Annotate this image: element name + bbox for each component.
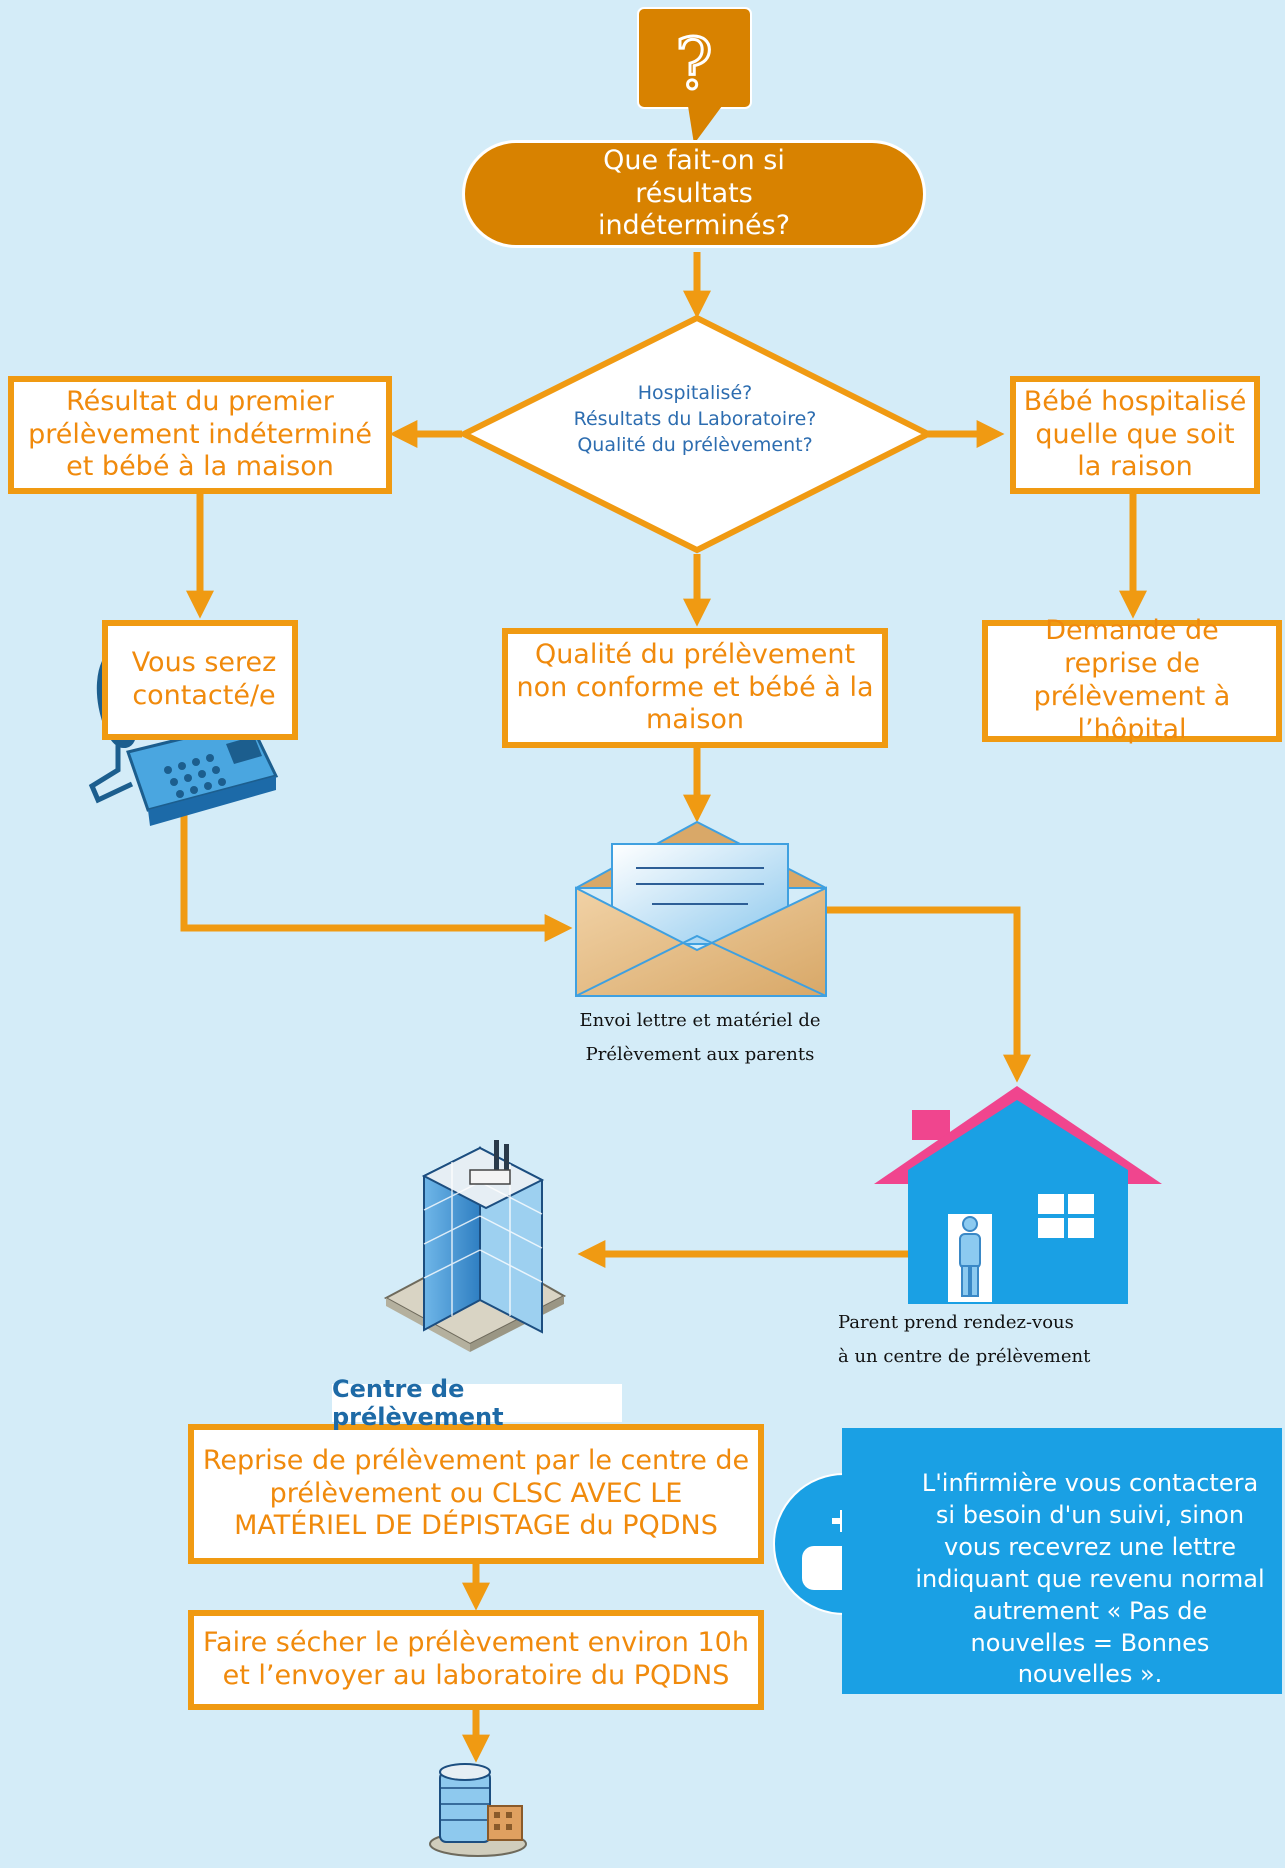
connectors — [180, 252, 1147, 1763]
caption-parent-line1: Parent prend rendez-vous — [838, 1312, 1074, 1333]
start-question: Que fait-on si résultats indéterminés? — [462, 140, 926, 248]
box-reprise-centre: Reprise de prélèvement par le centre de … — [188, 1424, 764, 1564]
caption-envoi: Envoi lettre et matériel de Prélèvement … — [560, 1004, 840, 1072]
house-icon — [874, 1086, 1162, 1304]
box-vous-serez-contacte: Vous serez contacté/e — [102, 620, 298, 740]
decision-line-hospitalise: Hospitalisé? — [637, 382, 753, 404]
box-demande-reprise-text: Demande de reprise de prélèvement à l’hô… — [1033, 615, 1231, 745]
box-qualite-non-conforme-text: Qualité du prélèvement non conforme et b… — [516, 638, 874, 736]
box-faire-secher-text: Faire sécher le prélèvement environ 10h … — [203, 1627, 749, 1691]
person-icon — [959, 1216, 981, 1297]
box-reprise-centre-text: Reprise de prélèvement par le centre de … — [202, 1444, 750, 1542]
start-question-text: Que fait-on si résultats indéterminés? — [597, 144, 791, 242]
box-demande-reprise: Demande de reprise de prélèvement à l’hô… — [982, 615, 1282, 745]
svg-text:?: ? — [675, 23, 713, 105]
decision-diamond — [457, 314, 935, 554]
box-premier-indetermine-text: Résultat du premier prélèvement indéterm… — [28, 385, 372, 483]
decision-text: Hospitalisé? Résultats du Laboratoire? Q… — [520, 380, 870, 459]
decision-line-laboratoire: Résultats du Laboratoire? — [573, 408, 817, 431]
centre-label-text: Centre de prélèvement — [332, 1375, 504, 1431]
question-mark-icon: ? — [637, 7, 752, 144]
box-premier-indetermine: Résultat du premier prélèvement indéterm… — [8, 376, 392, 494]
decision-line-qualite: Qualité du prélèvement? — [577, 434, 813, 457]
box-bebe-hospitalise-text: Bébé hospitalisé quelle que soit la rais… — [1023, 385, 1247, 483]
office-building-icon — [383, 1140, 567, 1352]
caption-parent-line2: à un centre de prélèvement — [838, 1346, 1091, 1368]
box-qualite-non-conforme: Qualité du prélèvement non conforme et b… — [502, 628, 888, 748]
centre-label: Centre de prélèvement — [332, 1375, 622, 1431]
box-vous-serez-contacte-text: Vous serez contacté/e — [131, 647, 277, 711]
box-bebe-hospitalise: Bébé hospitalisé quelle que soit la rais… — [1010, 376, 1260, 494]
info-note-text: L'infirmière vous contactera si besoin d… — [915, 1469, 1265, 1689]
box-faire-secher: Faire sécher le prélèvement environ 10h … — [188, 1610, 764, 1710]
info-note: L'infirmière vous contactera si besoin d… — [842, 1428, 1282, 1694]
caption-parent: Parent prend rendez-vous à un centre de … — [838, 1306, 1138, 1374]
envelope-icon — [575, 820, 827, 997]
caption-envoi-line1: Envoi lettre et matériel de — [579, 1010, 821, 1031]
laboratory-building-icon — [429, 1763, 527, 1857]
caption-envoi-line2: Prélèvement aux parents — [585, 1044, 815, 1066]
